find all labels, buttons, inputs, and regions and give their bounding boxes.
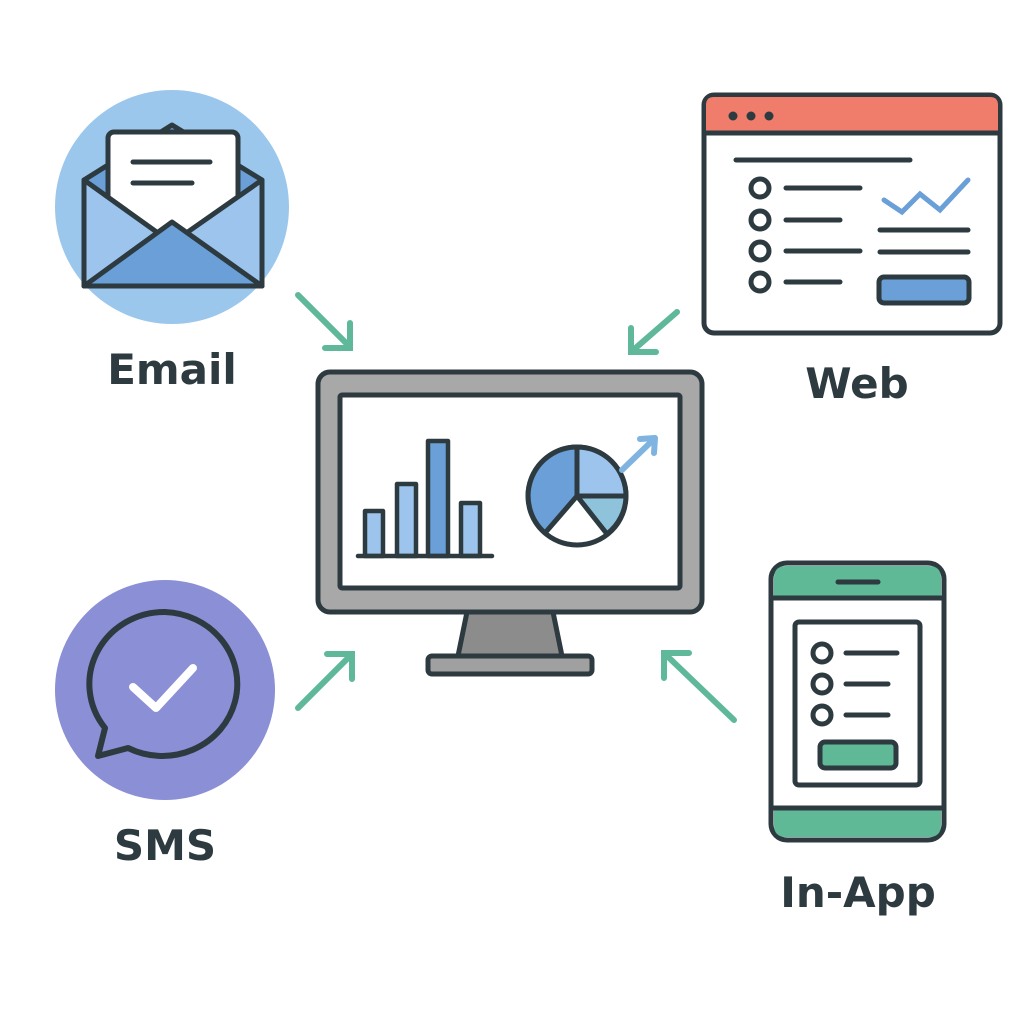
bar-chart-icon: [355, 438, 495, 559]
arrow-app-to-monitor: [661, 650, 737, 723]
web-button: [876, 274, 972, 306]
web-label: Web: [805, 359, 908, 408]
arrow-email-to-monitor: [295, 292, 353, 351]
pie-chart-icon: [525, 444, 629, 548]
chat-bubble-check-icon: [86, 608, 241, 759]
in-app-node: In-App: [768, 560, 947, 917]
mobile-phone-icon: [768, 560, 947, 843]
email-node: Email: [55, 90, 289, 394]
flow-arrows: [295, 292, 737, 723]
browser-window-icon: [701, 92, 1003, 336]
monitor-dashboard-icon: [315, 369, 705, 677]
arrow-web-to-monitor: [628, 309, 680, 355]
web-node: Web: [701, 92, 1003, 408]
sms-node: SMS: [55, 580, 275, 870]
trend-arrow-icon: [619, 438, 655, 473]
in-app-label: In-App: [780, 868, 936, 917]
sms-label: SMS: [114, 821, 216, 870]
envelope-icon: [81, 122, 265, 289]
email-label: Email: [107, 345, 237, 394]
arrow-sms-to-monitor: [295, 651, 355, 711]
